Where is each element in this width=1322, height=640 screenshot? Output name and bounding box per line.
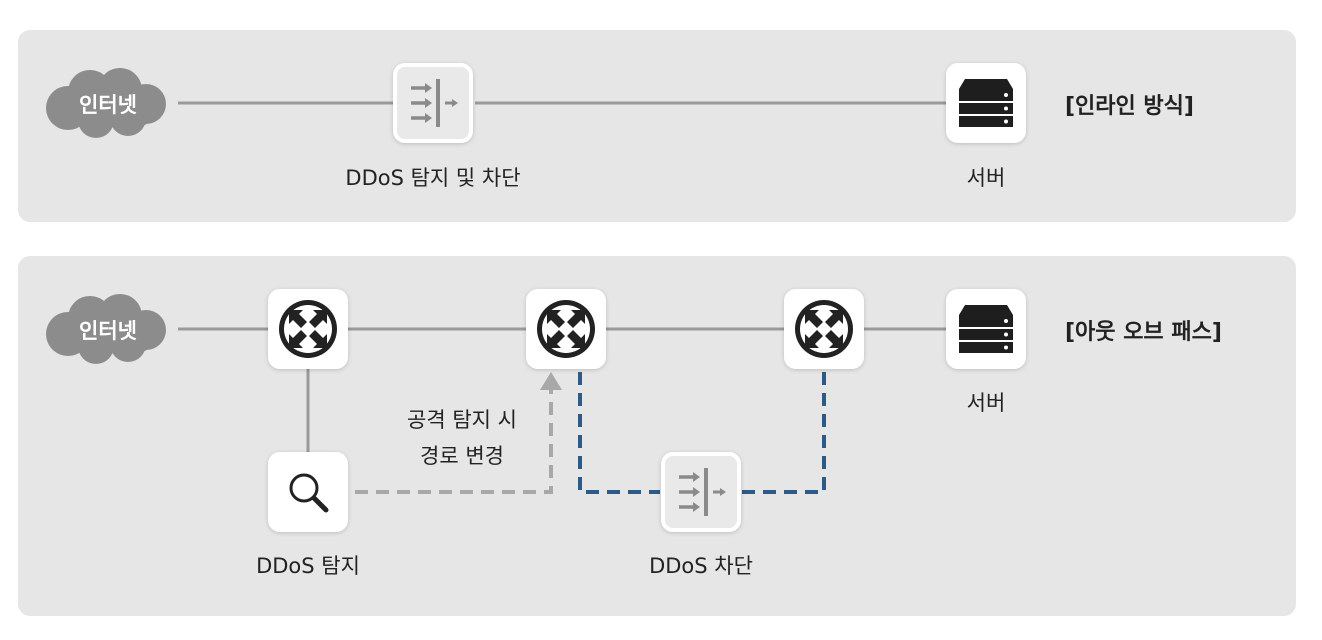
ddos-detect-search-icon: [268, 452, 348, 532]
reroute-dashed-path: [355, 388, 553, 494]
router-2-icon: [526, 289, 606, 369]
outofpath-mode-label: [아웃 오브 패스]: [1065, 320, 1222, 345]
inline-mode-panel: [18, 30, 1296, 222]
reroute-label-line2: 경로 변경: [420, 444, 504, 468]
inline-server-icon: [946, 63, 1026, 143]
reroute-label-line1: 공격 탐지 시: [407, 408, 517, 432]
reroute-arrowhead: [540, 372, 562, 390]
inline-server-label: 서버: [967, 166, 1006, 190]
outofpath-server-label: 서버: [967, 391, 1006, 415]
divert-dashed-path-out: [742, 372, 826, 494]
ddos-detect-label: DDoS 탐지: [256, 554, 360, 578]
outofpath-server-icon: [946, 289, 1026, 369]
ddos-block-label: DDoS 차단: [649, 554, 753, 578]
ddos-block-filter-icon: [661, 452, 741, 532]
inline-internet-label: 인터넷: [79, 93, 137, 117]
router-3-icon: [784, 289, 864, 369]
router-1-icon: [268, 289, 348, 369]
inline-mode-label: [인라인 방식]: [1065, 94, 1194, 119]
out-of-path-mode-panel: [18, 256, 1296, 616]
inline-ddos-filter-icon: [393, 63, 473, 143]
divert-dashed-path-in: [578, 372, 660, 494]
inline-filter-label: DDoS 탐지 및 차단: [345, 166, 520, 190]
outofpath-internet-label: 인터넷: [79, 319, 137, 343]
